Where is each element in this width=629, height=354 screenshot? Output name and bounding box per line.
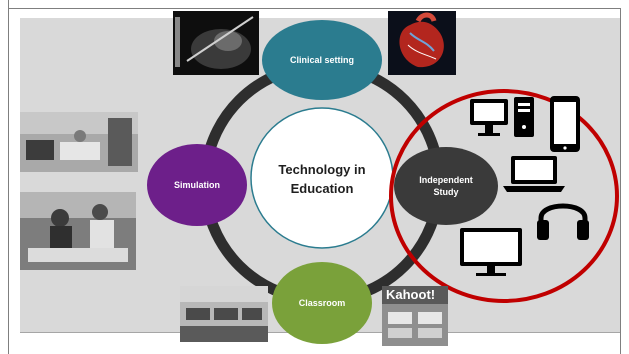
highlight-circle xyxy=(389,89,619,303)
ultrasound-graphic xyxy=(173,11,259,75)
frame-top-line xyxy=(8,8,621,9)
heart-anatomy-image xyxy=(388,11,456,75)
smartphone-icon xyxy=(550,96,580,152)
heart-graphic xyxy=(388,11,456,75)
monitor-icon xyxy=(460,228,522,276)
node-simulation[interactable]: Simulation xyxy=(147,144,247,226)
simulation-photo-2-graphic xyxy=(20,192,136,270)
ultrasound-image xyxy=(173,11,259,75)
laptop-icon xyxy=(503,156,565,192)
node-classroom[interactable]: Classroom xyxy=(272,262,372,344)
kahoot-screen-graphic xyxy=(382,286,448,346)
node-independent-label: Independent Study xyxy=(419,175,473,197)
desktop-computer-icon xyxy=(470,97,534,137)
kahoot-logo-text: Kahoot! xyxy=(386,287,436,302)
node-clinical-setting[interactable]: Clinical setting xyxy=(262,20,382,100)
classroom-photo xyxy=(180,286,268,342)
simulation-photo-1 xyxy=(20,112,138,172)
classroom-graphic xyxy=(180,286,268,342)
node-simulation-label: Simulation xyxy=(173,180,220,190)
node-classroom-label: Classroom xyxy=(298,298,346,308)
node-clinical-label: Clinical setting xyxy=(289,55,354,65)
simulation-photo-2 xyxy=(20,192,136,270)
frame-right-line xyxy=(620,8,621,354)
headphones-icon xyxy=(537,203,589,240)
frame-left-line xyxy=(8,0,9,354)
center-label-text: Technology in Education xyxy=(278,162,366,196)
node-independent-study[interactable]: Independent Study xyxy=(394,147,498,225)
center-label: Technology in Education xyxy=(262,160,382,198)
simulation-photo-1-graphic xyxy=(20,112,138,172)
kahoot-screenshot: Kahoot! xyxy=(382,286,448,346)
